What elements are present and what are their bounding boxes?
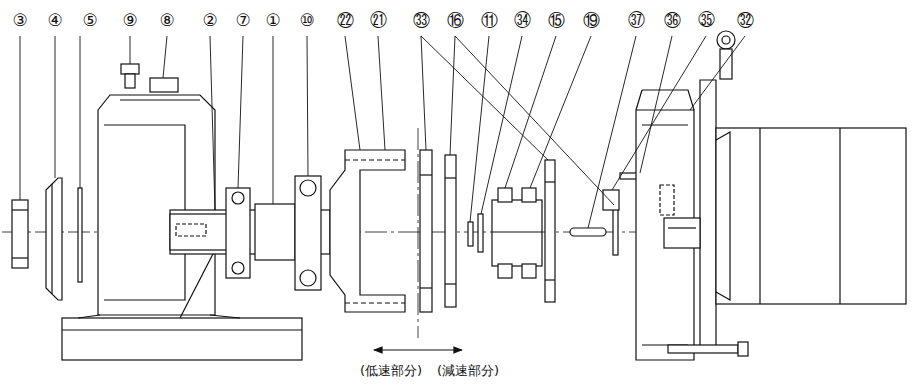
callout-number: ㉒ [337, 12, 354, 29]
callout-number: ⑤ [82, 12, 97, 29]
callout-number: ㉝ [413, 12, 430, 29]
callout-number: ⑮ [548, 12, 565, 29]
callout-number: ㊱ [664, 12, 681, 29]
callout-number: ⑲ [583, 12, 600, 29]
callout-number: ⑨ [122, 12, 137, 29]
callout-number: ㉑ [370, 12, 387, 29]
callout-number: ㊲ [628, 12, 645, 29]
callout-number: ⑦ [235, 12, 250, 29]
callout-number: ⑯ [447, 12, 464, 29]
callout-number: ⑧ [159, 12, 174, 29]
callout-number: ㉟ [698, 12, 715, 29]
callout-number: ④ [47, 12, 62, 29]
callout-number: ② [202, 12, 217, 29]
callout-number: ① [265, 12, 280, 29]
section-note: (低速部分) [360, 364, 422, 377]
callout-number: ㉞ [514, 12, 531, 29]
section-note: (減速部分) [437, 364, 499, 377]
callout-number: ⑪ [481, 12, 498, 29]
callout-number: ③ [12, 12, 27, 29]
callout-number: ㉜ [737, 12, 754, 29]
callout-number: ⑩ [299, 12, 314, 29]
